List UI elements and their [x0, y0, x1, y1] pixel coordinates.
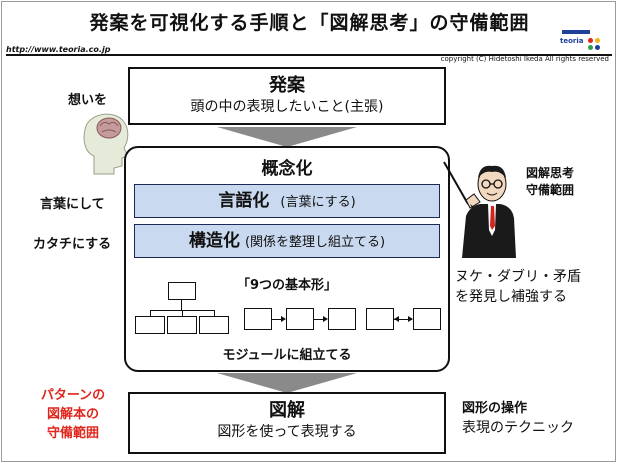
gainenka-box: [124, 146, 450, 372]
flow-box: [286, 308, 314, 330]
contrast-box: [413, 308, 441, 330]
thinking-head-icon: [83, 113, 129, 175]
hatsuan-heading: 発案: [269, 75, 305, 96]
kozoka-band: 構造化 (関係を整理し組立てる): [134, 224, 440, 258]
zukai-subtext: 図形を使って表現する: [217, 424, 357, 440]
label-kotoba: 言葉にして: [40, 197, 105, 212]
gengoka-label: 言語化: [218, 191, 270, 211]
zukai-box: 図解 図形を使って表現する: [128, 392, 446, 454]
hatsuan-subtext: 頭の中の表現したいこと(主張): [190, 99, 384, 115]
site-url: http://www.teoria.co.jp: [6, 45, 111, 54]
down-arrow-1: [217, 127, 357, 147]
teoria-logo: teoria: [556, 30, 606, 52]
module-diagram: [130, 280, 446, 342]
gainenka-heading: 概念化: [261, 159, 313, 179]
slide-title: 発案を可視化する手順と「図解思考」の守備範囲: [89, 12, 530, 34]
ops-heading: 図形の操作: [462, 401, 528, 416]
logo-text: teoria: [560, 37, 584, 45]
zukai-heading: 図解: [269, 400, 305, 421]
basic-forms-label: 「9つの基本形」: [236, 278, 338, 293]
shubi-bubble: 図解思考 守備範囲: [526, 165, 574, 199]
shubi-line-2: 守備範囲: [526, 183, 575, 197]
label-pattern-line-2: 図解本の: [46, 407, 99, 422]
kozoka-label: 構造化: [188, 231, 240, 251]
ops-text: 表現のテクニック: [462, 420, 574, 436]
label-katachi: カタチにする: [33, 237, 112, 252]
gengoka-note: (言葉にする): [280, 195, 356, 210]
tree-child-box: [199, 316, 229, 334]
shubi-line-1: 図解思考: [526, 166, 575, 180]
check-text: ヌケ・ダブリ・矛盾 を発見し補強する: [455, 267, 581, 307]
tree-root-box: [168, 282, 196, 300]
check-line-2: を発見し補強する: [455, 289, 567, 305]
label-pattern-line-3: 守備範囲: [46, 426, 99, 441]
kozoka-note: (関係を整理し組立てる): [244, 235, 386, 250]
label-pattern-line-1: パターンの: [40, 388, 106, 403]
module-label: モジュールに組立てる: [222, 348, 352, 363]
hatsuan-box: 発案 頭の中の表現したいこと(主張): [128, 67, 446, 125]
tree-child-box: [135, 316, 165, 334]
contrast-box: [366, 308, 394, 330]
down-arrow-2: [217, 373, 357, 393]
flow-box: [328, 308, 356, 330]
check-line-1: ヌケ・ダブリ・矛盾: [455, 269, 581, 285]
copyright-text: copyright (C) Hidetoshi Ikeda All rights…: [440, 55, 609, 63]
header-rule: [6, 54, 612, 56]
gengoka-band: 言語化 (言葉にする): [134, 184, 440, 218]
tree-child-box: [167, 316, 197, 334]
label-omoi: 想いを: [68, 93, 108, 108]
presenter-icon: [443, 161, 516, 258]
label-pattern-scope: パターンの 図解本の 守備範囲: [38, 386, 108, 443]
flow-box: [244, 308, 272, 330]
